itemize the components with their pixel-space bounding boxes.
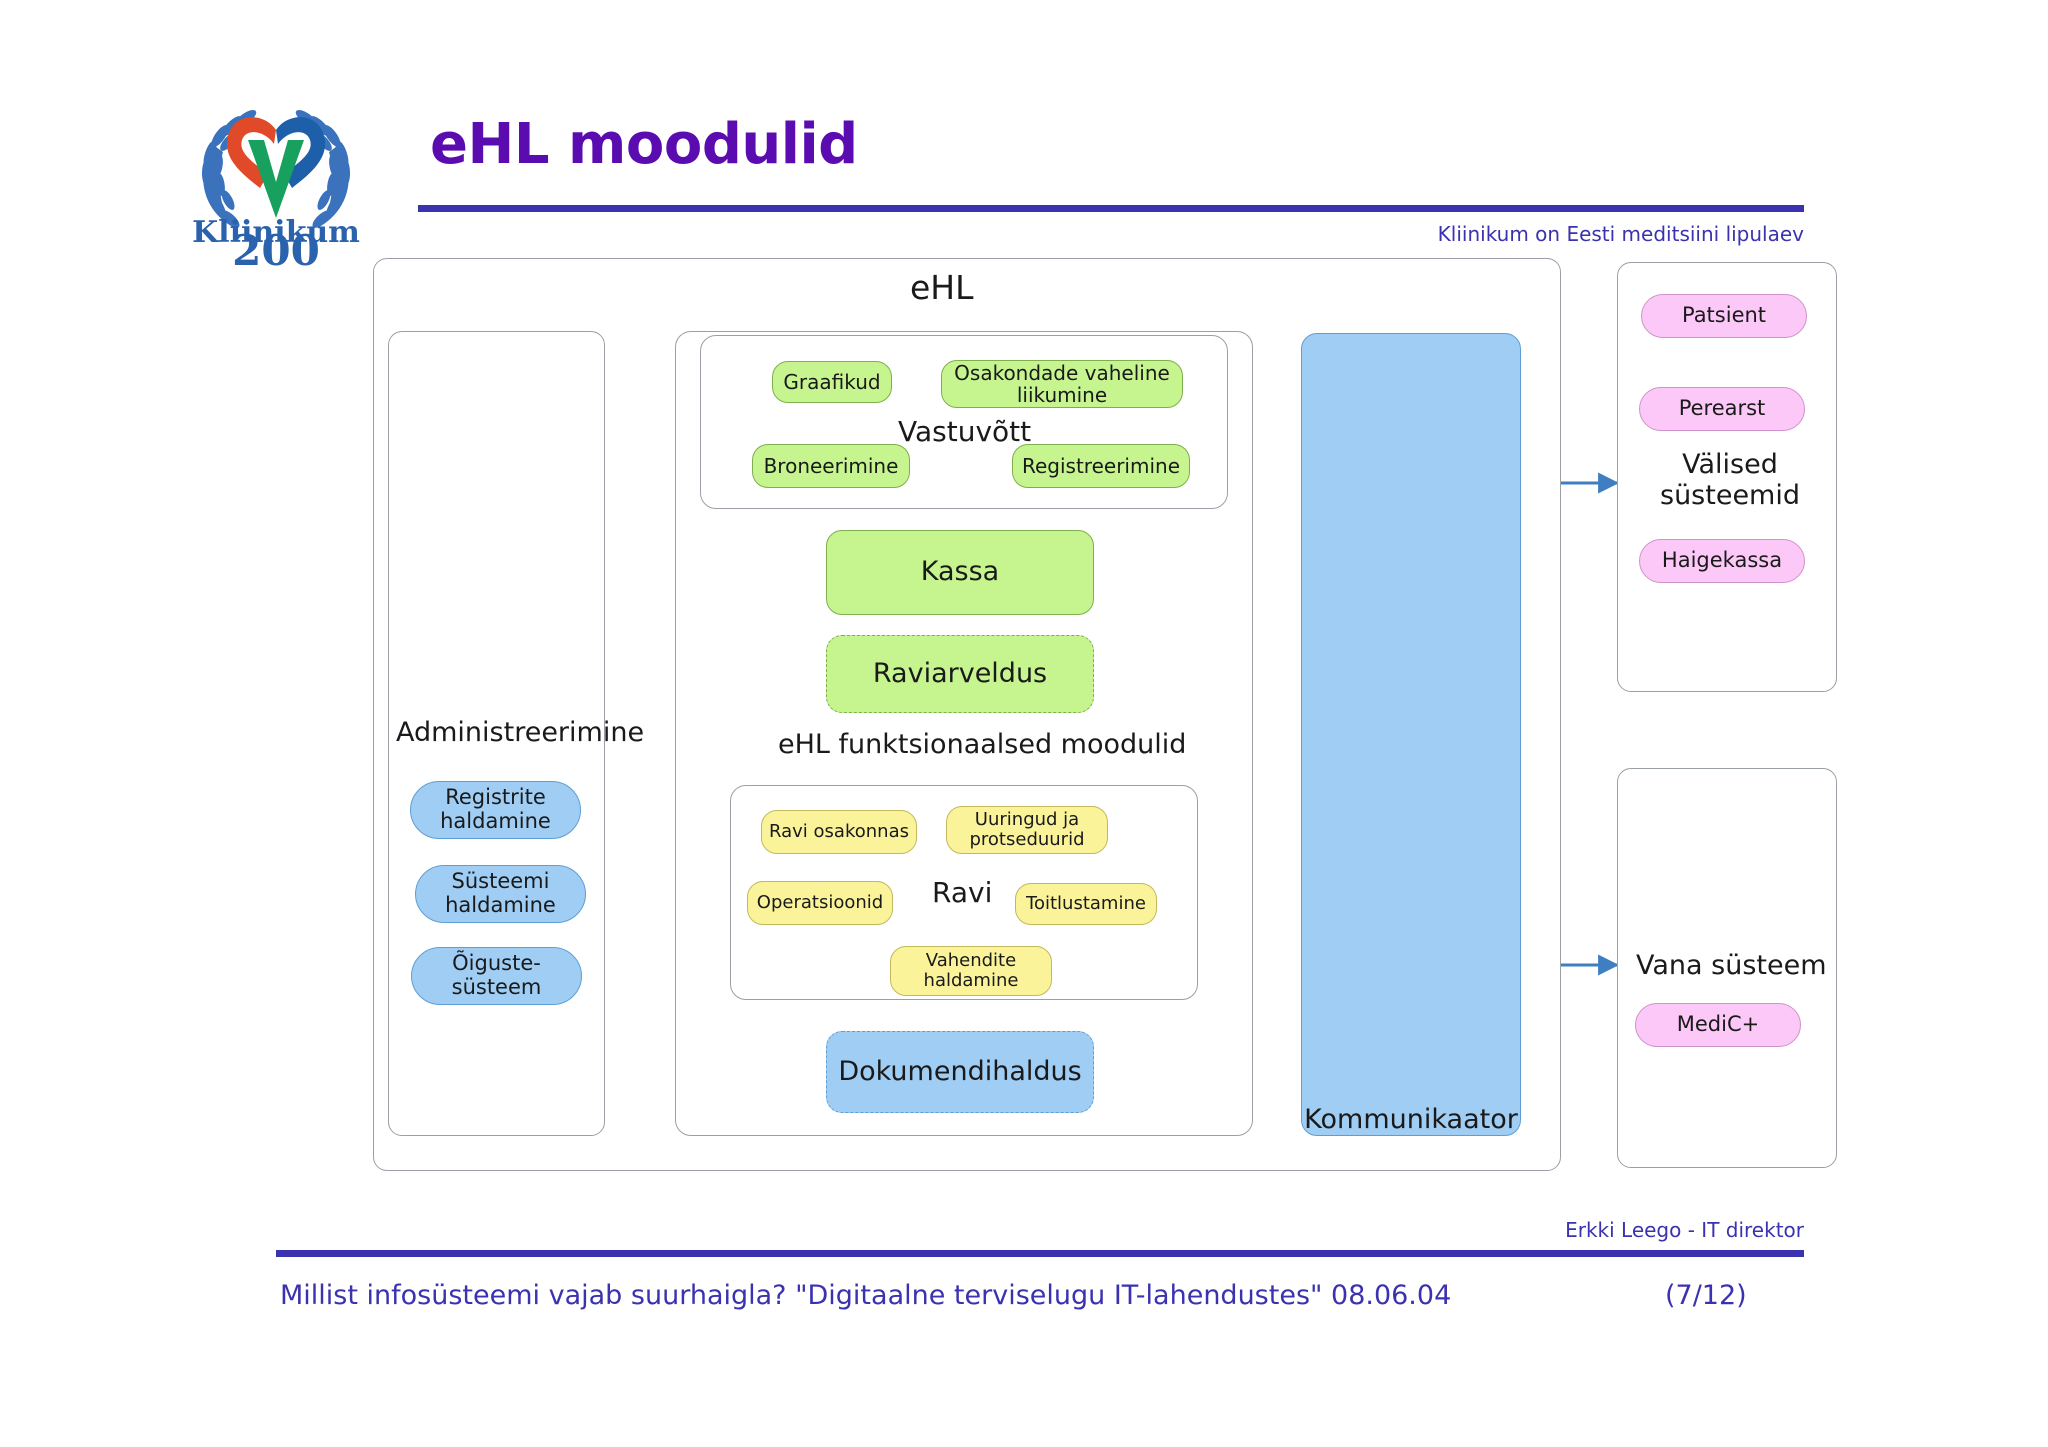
footer-divider bbox=[276, 1250, 1804, 1257]
ravi-item-operatsioonid[interactable]: Operatsioonid bbox=[747, 881, 893, 925]
ravi-item-toitlustamine[interactable]: Toitlustamine bbox=[1015, 883, 1157, 925]
page-title: eHL moodulid bbox=[430, 112, 858, 177]
vastuvott-item-graafikud[interactable]: Graafikud bbox=[772, 361, 892, 403]
ravi-title: Ravi bbox=[932, 876, 993, 909]
svg-text:Kliinikum: Kliinikum bbox=[192, 215, 360, 248]
vana-susteem-container bbox=[1617, 768, 1837, 1168]
kliinikum-logo-icon: Kliinikum bbox=[192, 109, 360, 248]
ravi-item-ravi-osakonnas[interactable]: Ravi osakonnas bbox=[761, 810, 917, 854]
valised-item-haigekassa[interactable]: Haigekassa bbox=[1639, 539, 1805, 583]
ehl-moodulid-label: eHL funktsionaalsed moodulid bbox=[778, 729, 1187, 760]
vana-item-medic-plus[interactable]: MediC+ bbox=[1635, 1003, 1801, 1047]
raviarveldus-node[interactable]: Raviarveldus bbox=[826, 635, 1094, 713]
valised-item-perearst[interactable]: Perearst bbox=[1639, 387, 1805, 431]
valised-item-patsient[interactable]: Patsient bbox=[1641, 294, 1807, 338]
vastuvott-title: Vastuvõtt bbox=[898, 415, 1032, 448]
slide-header: Kliinikum 200 eHL moodulid Kliinikum on … bbox=[0, 0, 2048, 275]
admin-item-oiguste-susteem[interactable]: Õiguste-süsteem bbox=[411, 947, 582, 1005]
kommunikaator-node[interactable]: Kommunikaator bbox=[1301, 333, 1521, 1136]
footer-author: Erkki Leego - IT direktor bbox=[1565, 1218, 1804, 1242]
vastuvott-item-registreerimine[interactable]: Registreerimine bbox=[1012, 444, 1190, 488]
dokumendihaldus-node[interactable]: Dokumendihaldus bbox=[826, 1031, 1094, 1113]
vastuvott-item-broneerimine[interactable]: Broneerimine bbox=[752, 444, 910, 488]
administreerimine-title: Administreerimine bbox=[396, 717, 645, 748]
footer-page-number: (7/12) bbox=[1665, 1280, 1747, 1311]
kliinikum-logo: Kliinikum 200 bbox=[176, 78, 376, 275]
ehl-container-label: eHL bbox=[910, 268, 974, 307]
kassa-node[interactable]: Kassa bbox=[826, 530, 1094, 615]
header-divider bbox=[418, 205, 1804, 212]
header-tagline: Kliinikum on Eesti meditsiini lipulaev bbox=[1437, 222, 1804, 246]
logo-anniversary-number: 200 bbox=[232, 226, 320, 275]
vana-susteem-title: Vana süsteem bbox=[1636, 950, 1827, 981]
footer-caption: Millist infosüsteemi vajab suurhaigla? "… bbox=[280, 1280, 1452, 1311]
